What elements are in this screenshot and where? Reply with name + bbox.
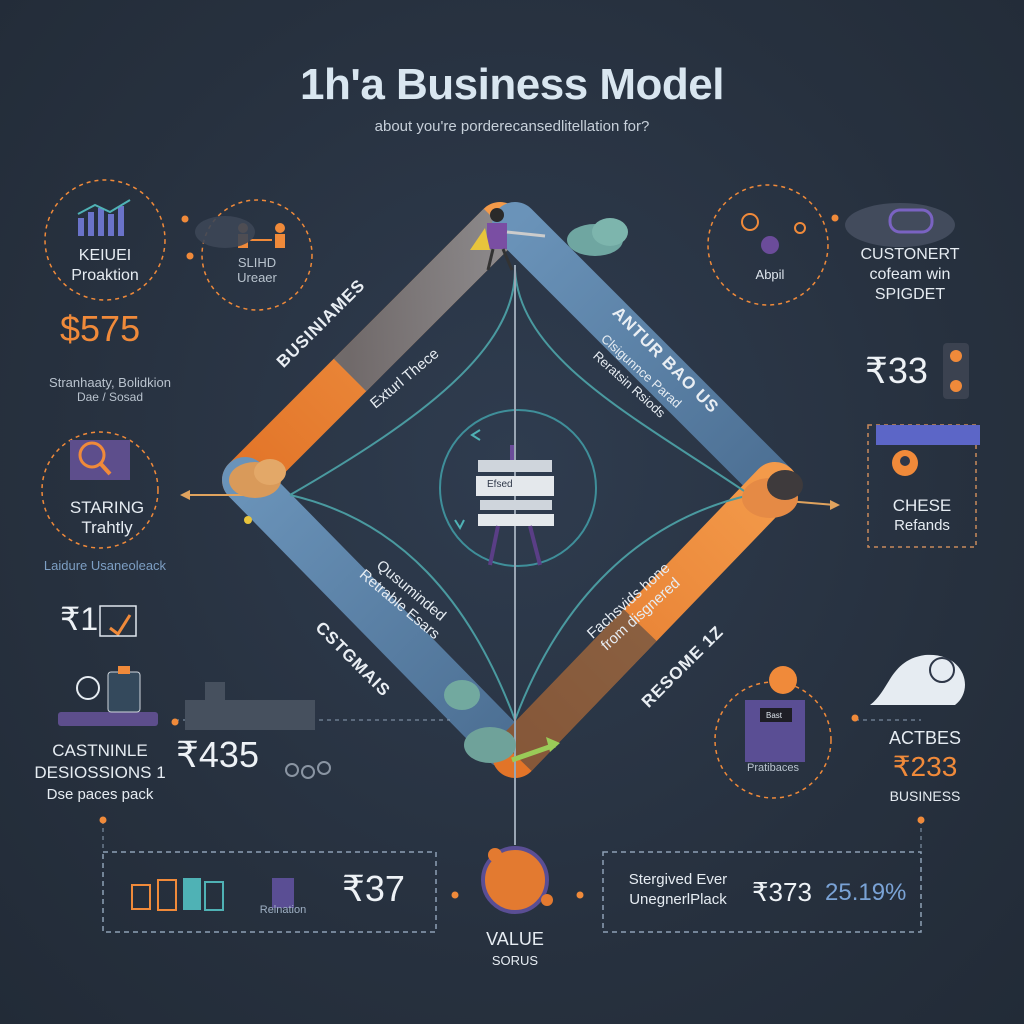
customer-line3: SPIGDET [874,286,946,303]
ring-slihd-line2: Ureaer [237,270,277,285]
bottom-right-price: ₹373 [752,877,812,907]
ring-keiuei-label: KEIUEI Proaktion [55,246,155,286]
value-label: VALUE SORUS [455,928,575,972]
ring-slihd [201,199,313,311]
ring-keiuei-line1: KEIUEI [78,247,132,264]
bottom-left-box [102,851,437,933]
cloud-dark-left [195,216,255,248]
left-note-2: Laidure Usaneoleack [43,558,167,573]
center-sign-label: Efsed [487,479,513,490]
chese-line1: CHESE [892,496,952,515]
cloud-top [567,218,628,256]
left-block-line1: CASTNINLE [52,741,148,760]
browser-bar [876,425,980,445]
center-sign [476,445,554,566]
person-figure [470,208,546,271]
left-price-3: ₹435 [176,734,259,775]
cloud-right [742,470,803,518]
bottom-right-box [602,851,922,933]
cloud-left [229,459,286,498]
cloud-bottom [444,680,516,763]
ring-abpil [707,184,829,306]
left-price-1: $575 [60,308,141,349]
value-line1: VALUE [486,929,544,949]
bottom-left-price: ₹37 [342,868,405,909]
left-note-1: Stranhaaty, Bolidkion Dae / Sosad [25,375,195,405]
magnifier-icon [70,440,130,480]
ring-staring [41,431,159,549]
acts-price: ₹233 [892,751,958,782]
left-block-line3: Dse paces pack [46,786,154,803]
customer-line2: cofeam win [869,266,951,283]
person-laptop-icon [58,666,158,726]
bottom-right-label: Stergived Ever UnegnerlPlack [608,870,748,910]
ring-staring-label: STARING Trahtly [52,498,162,538]
left-price-2: ₹1 [60,601,99,637]
bottom-right-line2: UnegnerlPlack [629,891,727,908]
tv-label: Bast [766,711,783,720]
bottom-right-line1: Stergived Ever [628,871,728,888]
left-block-label: CASTNINLE DESIOSSIONS 1 Dse paces pack [20,740,180,806]
ring-staring-line1: STARING [69,498,145,517]
handshake-icon [870,654,965,705]
chese-line2: Refands [894,517,950,534]
chart-icon [77,199,131,236]
cloud-customer [845,203,955,247]
band-top-right [492,202,798,508]
ring-slihd-line1: SLIHD [237,255,277,270]
globe-icon [481,846,553,914]
ring-staring-line2: Trahtly [81,518,133,537]
chese-label: CHESE Refands [868,496,976,536]
factory-icon [185,682,315,730]
customer-label: CUSTONERT cofeam win SPIGDET [840,245,980,305]
right-price-1: ₹33 [865,350,928,391]
ring-keiuei [44,179,166,301]
ring-pratibaces-label: Pratibaces [747,762,799,774]
left-block-line2: DESIOSSIONS 1 [34,763,166,782]
acts-line1: ACTBES [888,728,962,748]
bottom-green-arrow [511,742,556,763]
coins-icon [285,761,331,779]
page-subtitle: about you're porderecansedlitellation fo… [374,118,650,135]
ring-slihd-label: SLIHD Ureaer [212,255,302,285]
ring-keiuei-line2: Proaktion [71,267,139,284]
ring-abpil-label: Abpil [755,267,785,282]
acts-line3: BUSINESS [889,788,961,804]
left-note-1-line2: Dae / Sosad [76,390,144,404]
acts-label: ACTBES ₹233 BUSINESS [870,726,980,808]
bulb-icon [741,213,806,254]
page-title: 1h'a Business Model [300,60,724,109]
badge-icon [888,208,934,234]
shop-icons [131,878,294,911]
chese-box [867,424,977,548]
bottom-left-label: Relnation [259,904,307,916]
check-icon [109,614,132,637]
left-arrow [180,490,250,500]
left-note-1-line1: Stranhaaty, Bolidkion [49,375,171,390]
value-line2: SORUS [491,953,539,968]
customer-line1: CUSTONERT [860,246,960,263]
tv-icon [745,666,805,762]
toggle-panel [943,343,969,399]
band-bottom-right [492,462,798,778]
bottom-right-pct: 25.19% [825,879,907,906]
inner-curves [289,269,751,721]
